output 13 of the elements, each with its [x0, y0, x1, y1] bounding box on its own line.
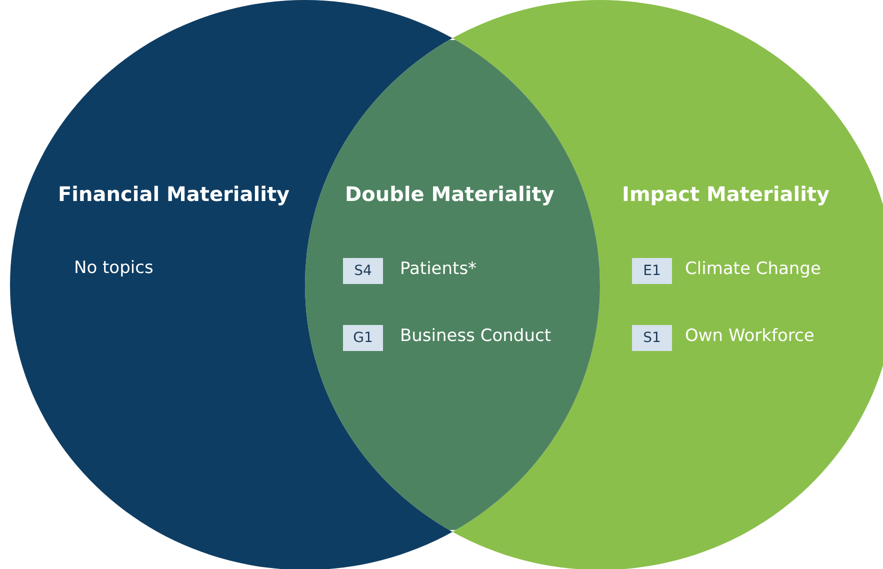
heading: Double Materiality	[345, 182, 554, 206]
topic-label: Business Conduct	[400, 326, 551, 346]
topic-code-tag: S1	[632, 325, 672, 351]
topic-label: Climate Change	[685, 259, 821, 279]
heading: Financial Materiality	[58, 182, 290, 206]
topic-code-tag: G1	[343, 325, 383, 351]
heading: Impact Materiality	[622, 182, 830, 206]
note-text: No topics	[74, 258, 154, 278]
overlap-region	[305, 40, 600, 530]
topic-label: Own Workforce	[685, 326, 814, 346]
topic-code-tag: S4	[343, 258, 383, 284]
topic-code-tag: E1	[632, 258, 672, 284]
topic-label: Patients*	[400, 259, 477, 279]
